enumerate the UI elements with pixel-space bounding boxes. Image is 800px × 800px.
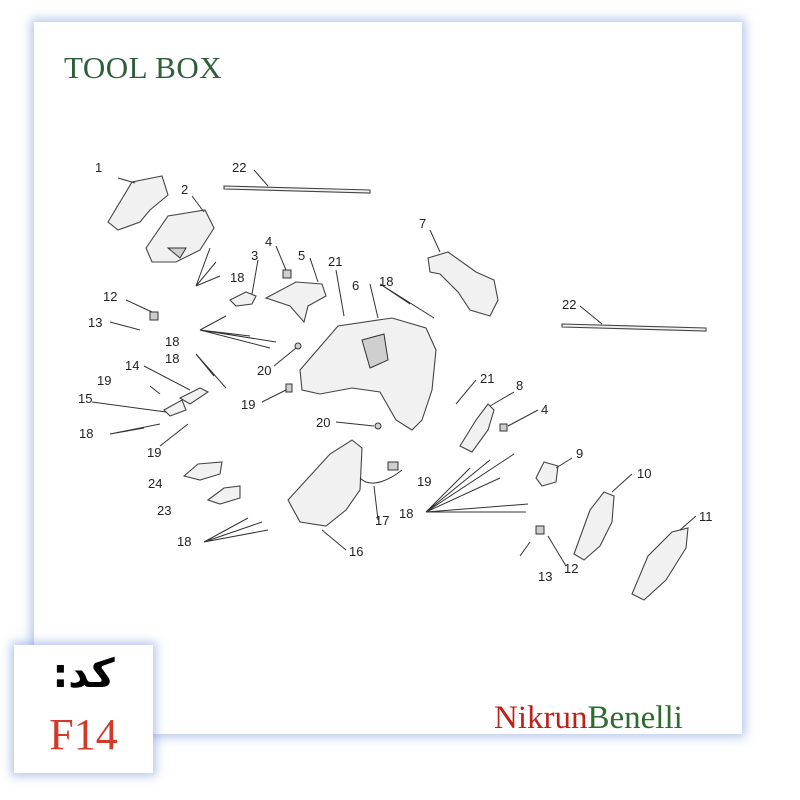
callout-19a: 19 [97, 373, 111, 388]
part-2-tray [145, 195, 215, 263]
callout-22b: 22 [562, 297, 576, 312]
brand-name-part1: Nikrun [494, 700, 588, 736]
callout-19b: 19 [241, 397, 255, 412]
part-code-box: کد: F14 [14, 645, 153, 773]
callout-5: 5 [298, 248, 305, 263]
callout-21a: 21 [328, 254, 342, 269]
callout-19c: 19 [147, 445, 161, 460]
callout-3: 3 [251, 248, 258, 263]
callout-23: 23 [157, 503, 171, 518]
callout-18e: 18 [79, 426, 93, 441]
part-9-clip [535, 457, 573, 487]
callout-13a: 13 [88, 315, 102, 330]
callout-14: 14 [125, 358, 139, 373]
part-6-tool-box [299, 283, 437, 431]
callout-4b: 4 [541, 402, 548, 417]
part-10-panel [573, 473, 633, 561]
code-label: کد: [52, 651, 115, 697]
part-17-wire [359, 461, 403, 521]
part-19-20-fasteners [149, 342, 382, 447]
part-1-cover [107, 175, 169, 231]
callout-4a: 4 [265, 234, 272, 249]
callout-9: 9 [576, 446, 583, 461]
callout-19d: 19 [417, 474, 431, 489]
code-value: F14 [49, 710, 118, 759]
callout-15: 15 [78, 391, 92, 406]
part-23-24-switches [182, 461, 241, 505]
callout-10: 10 [637, 466, 651, 481]
part-21-leaders [335, 269, 477, 405]
part-5-bracket [264, 257, 327, 324]
callout-21b: 21 [480, 371, 494, 386]
callout-7: 7 [419, 216, 426, 231]
callout-17: 17 [375, 513, 389, 528]
part-3-bracket [229, 259, 259, 307]
part-8-bracket [459, 391, 515, 453]
callout-6: 6 [352, 278, 359, 293]
callout-18d: 18 [165, 351, 179, 366]
callout-24: 24 [148, 476, 162, 491]
callout-2: 2 [181, 182, 188, 197]
callout-12b: 12 [564, 561, 578, 576]
callout-18a: 18 [230, 270, 244, 285]
callout-22a: 22 [232, 160, 246, 175]
callout-18f: 18 [399, 506, 413, 521]
callout-11: 11 [699, 509, 713, 524]
callout-13b: 13 [538, 569, 552, 584]
callout-18c: 18 [165, 334, 179, 349]
callout-8: 8 [516, 378, 523, 393]
brand-name-part2: Benelli [587, 700, 683, 736]
part-22-rods [223, 169, 707, 332]
callout-20a: 20 [257, 363, 271, 378]
part-4-clip [275, 245, 539, 432]
brand-name: NikrunBenelli [494, 700, 683, 737]
part-7-mount [427, 229, 499, 317]
callout-18b: 18 [379, 274, 393, 289]
callout-16: 16 [349, 544, 363, 559]
callout-20b: 20 [316, 415, 330, 430]
part-14-15-latch [91, 365, 210, 417]
part-18-leaders [109, 247, 529, 543]
part-16-lower-panel [287, 439, 363, 551]
callout-18g: 18 [177, 534, 191, 549]
part-12-13-screws [109, 299, 567, 567]
callout-1: 1 [95, 160, 102, 175]
callout-labels: 1 2 3 4 4 5 6 7 8 9 10 11 12 12 13 13 14… [78, 160, 713, 584]
diagram-title: TOOL BOX [64, 50, 223, 85]
callout-12a: 12 [103, 289, 117, 304]
part-11-cover [631, 515, 697, 601]
